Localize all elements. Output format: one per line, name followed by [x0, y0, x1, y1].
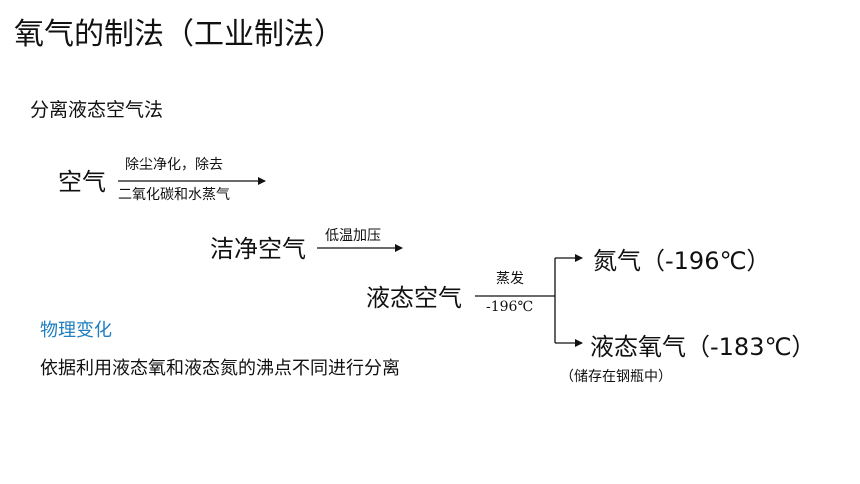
step3-condition-bottom: -196℃	[486, 299, 534, 315]
liquid-oxygen-product: 液态氧气（-183℃）	[590, 333, 816, 361]
air-label: 空气	[58, 168, 106, 196]
step3-condition-top: 蒸发	[496, 271, 524, 287]
step1-condition-top: 除尘净化，除去	[125, 157, 223, 173]
clean-air-label: 洁净空气	[210, 235, 306, 263]
step2-condition-top: 低温加压	[325, 228, 381, 244]
liquid-air-label: 液态空气	[366, 284, 462, 312]
principle-text: 依据利用液态氧和液态氮的沸点不同进行分离	[40, 358, 400, 379]
nitrogen-product: 氮气（-196℃）	[593, 247, 771, 275]
page-title: 氧气的制法（工业制法）	[14, 17, 344, 52]
storage-note: （储存在钢瓶中）	[560, 369, 672, 385]
change-type-label: 物理变化	[40, 320, 112, 341]
method-subtitle: 分离液态空气法	[30, 99, 164, 121]
step1-condition-bottom: 二氧化碳和水蒸气	[118, 187, 230, 203]
